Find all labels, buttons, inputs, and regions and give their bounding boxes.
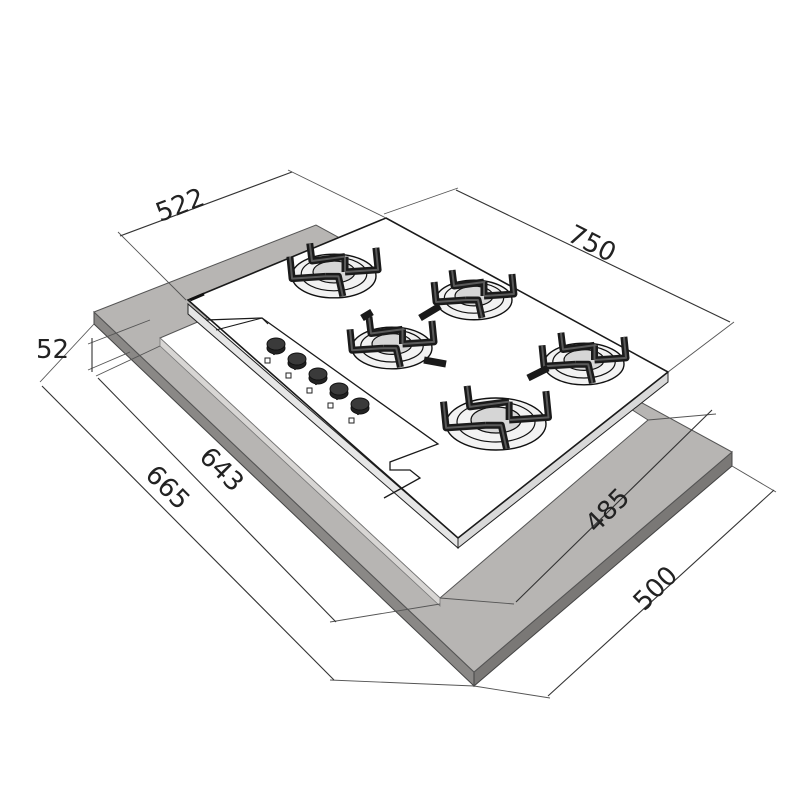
control-knob-2[interactable] (285, 352, 307, 379)
control-knob-top[interactable] (350, 397, 370, 411)
knob-indicator-dot (335, 397, 339, 401)
ext-line (95, 345, 161, 377)
control-knob-4[interactable] (327, 382, 349, 409)
knob-indicator-dot (293, 367, 297, 371)
control-panel-border (215, 317, 269, 331)
dim-line-643 (97, 377, 337, 623)
countertop (93, 224, 733, 688)
control-panel-outline (205, 317, 440, 499)
control-knob-top[interactable] (308, 367, 328, 381)
control-knob-top[interactable] (287, 352, 307, 366)
ext-line (329, 679, 475, 687)
control-knobs (264, 337, 370, 424)
ext-line (647, 413, 717, 421)
dim-line-522 (119, 171, 293, 237)
dim-line-665 (41, 385, 335, 681)
control-knob-5[interactable] (348, 397, 370, 424)
hob-front-trim (189, 292, 205, 302)
ext-line (383, 187, 459, 215)
pan-support-highlight (288, 243, 380, 297)
control-knob-1[interactable] (264, 337, 286, 364)
ext-line (117, 231, 187, 301)
ext-line (87, 351, 131, 371)
label-500: 500 (628, 561, 684, 617)
burner-symbol-icon (306, 387, 313, 394)
pan-support-highlight (433, 269, 515, 319)
ext-line (287, 169, 387, 219)
burner-symbol-icon (348, 417, 355, 424)
burner-symbol-icon (327, 402, 334, 409)
pan-support-highlight (349, 316, 435, 368)
burner-front-wok (440, 385, 552, 451)
label-750: 750 (563, 220, 621, 269)
ext-line (329, 603, 441, 623)
ext-line (667, 321, 735, 373)
ext-line (87, 319, 151, 345)
burners (286, 242, 630, 451)
knob-indicator-dot (356, 412, 360, 416)
burner-symbol-icon (285, 372, 292, 379)
dim-line-750 (455, 189, 731, 323)
control-knob-3[interactable] (306, 367, 328, 394)
burner-center (346, 316, 438, 370)
ext-line (39, 323, 95, 383)
dim-line-485 (515, 409, 713, 603)
ext-line (439, 597, 515, 605)
burner-symbol-icon (264, 357, 271, 364)
label-522: 522 (152, 183, 209, 229)
control-knob-top[interactable] (266, 337, 286, 351)
ext-line (731, 465, 777, 493)
label-665: 665 (139, 460, 195, 516)
burner-rear-left (286, 242, 382, 299)
dimension-lines (39, 169, 777, 699)
control-knob-top[interactable] (329, 382, 349, 396)
dim-line-500 (547, 489, 775, 697)
pan-support-connector (360, 302, 550, 382)
knob-indicator-dot (314, 382, 318, 386)
cutout-inner-wall (159, 337, 441, 607)
burner-rear-right (430, 269, 518, 321)
knob-indicator-dot (272, 352, 276, 356)
pan-support-highlight (442, 385, 550, 450)
ext-line (473, 685, 551, 699)
label-52: 52 (36, 335, 69, 365)
